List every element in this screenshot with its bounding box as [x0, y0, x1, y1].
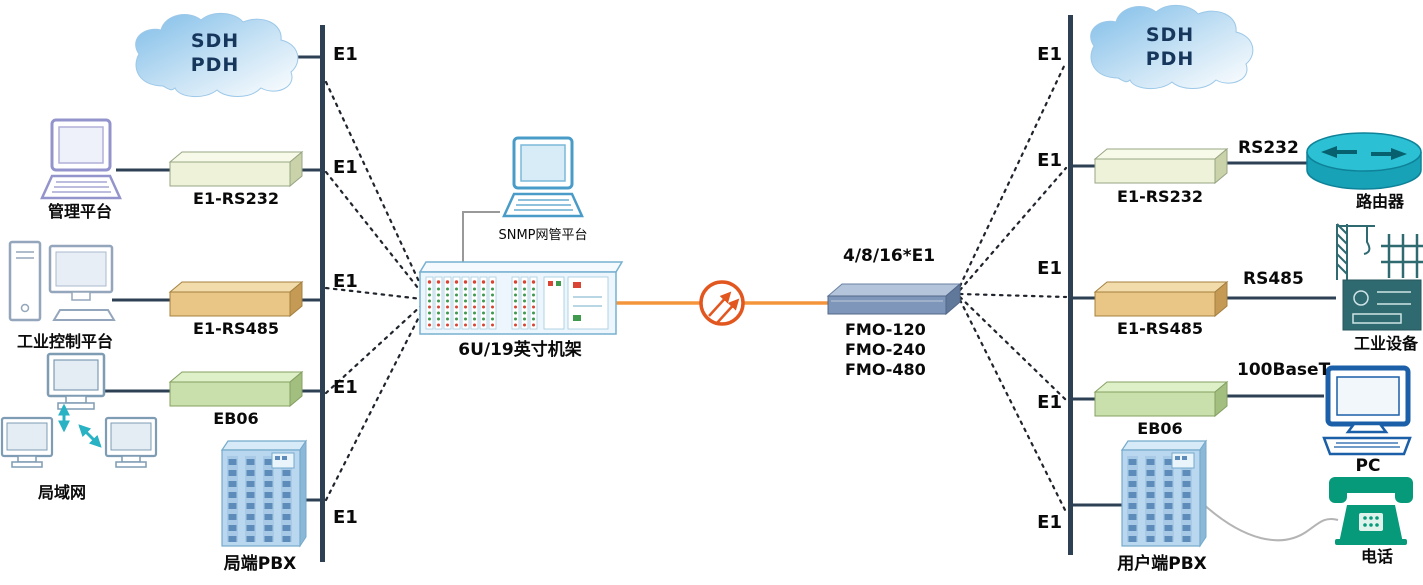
- rack-icon: [418, 261, 624, 335]
- industrial-control-platform-label: 工业控制平台: [16, 332, 113, 351]
- pc-icon: [1322, 365, 1412, 456]
- eb06-label-right: EB06: [1137, 419, 1183, 438]
- lan-computers-icon: [0, 352, 158, 468]
- fmo-model-label-2: FMO-240: [845, 340, 926, 359]
- e1-rs232-label-left: E1-RS232: [193, 189, 279, 208]
- eb06-label-left: EB06: [213, 409, 259, 428]
- e1-rs232-label-right: E1-RS232: [1117, 187, 1203, 206]
- e1-label-left-2: E1: [333, 157, 358, 178]
- fmo-model-label-1: FMO-120: [845, 320, 926, 339]
- user-pbx-label: 用户端PBX: [1117, 554, 1207, 574]
- cloud-label-left-pdh: PDH: [190, 54, 240, 76]
- pbx-icon-user: [1122, 441, 1206, 546]
- e1-label-right-4: E1: [1037, 392, 1062, 413]
- router-label: 路由器: [1355, 192, 1404, 211]
- snmp-link-line: [462, 211, 500, 265]
- industrial-equipment-label: 工业设备: [1353, 334, 1418, 353]
- sdh-pdh-cloud-right-icon: [1090, 4, 1254, 90]
- desktop-icon-industrial-control: [8, 240, 116, 322]
- snmp-platform-label: SNMP网管平台: [498, 228, 588, 243]
- e1-rs485-converter-right: [1095, 282, 1227, 316]
- eb06-converter-right: [1095, 382, 1227, 416]
- cloud-label-right-sdh: SDH: [1145, 24, 1195, 46]
- laptop-icon-management: [40, 118, 122, 200]
- right-bus-bar: [1068, 15, 1073, 555]
- snmp-laptop-icon: [502, 136, 584, 218]
- e1-label-right-3: E1: [1037, 258, 1062, 279]
- fiber-symbol-icon: [699, 280, 745, 326]
- lan-label: 局域网: [37, 483, 86, 502]
- e1-label-left-3: E1: [333, 271, 358, 292]
- industrial-equipment-icon: [1336, 223, 1423, 331]
- eb06-converter-left: [170, 372, 302, 406]
- phone-cord-line: [1201, 502, 1339, 542]
- phone-icon: [1329, 477, 1413, 545]
- cloud-label-right-pdh: PDH: [1145, 48, 1195, 70]
- pc-label: PC: [1355, 456, 1381, 476]
- fmo-device-icon: [826, 282, 962, 316]
- connector-lines: [100, 55, 1336, 507]
- pbx-icon-office: [222, 441, 306, 546]
- e1-rs485-label-right: E1-RS485: [1117, 319, 1203, 338]
- router-icon: [1306, 132, 1422, 190]
- rack-label: 6U/19英寸机架: [458, 340, 582, 360]
- e1-label-right-2: E1: [1037, 150, 1062, 171]
- phone-label: 电话: [1360, 547, 1393, 566]
- fmo-model-label-3: FMO-480: [845, 360, 926, 379]
- office-pbx-label: 局端PBX: [223, 554, 297, 574]
- e1-label-left-4: E1: [333, 377, 358, 398]
- left-bus-bar: [320, 25, 325, 562]
- cloud-label-left-sdh: SDH: [190, 30, 240, 52]
- ethernet-link-label: 100BaseT: [1237, 360, 1331, 380]
- e1-dotted-links: [324, 60, 1068, 514]
- rs232-link-label: RS232: [1238, 138, 1299, 158]
- e1-rs232-converter-right: [1095, 149, 1227, 183]
- e1-rs485-converter-left: [170, 282, 302, 316]
- e1-label-right-5: E1: [1037, 512, 1062, 533]
- e1-capacity-label: 4/8/16*E1: [843, 246, 936, 266]
- e1-label-left-5: E1: [333, 507, 358, 528]
- e1-rs232-converter-left: [170, 152, 302, 186]
- e1-label-left-1: E1: [333, 44, 358, 65]
- rs485-link-label: RS485: [1243, 269, 1304, 289]
- e1-label-right-1: E1: [1037, 44, 1062, 65]
- management-platform-label: 管理平台: [47, 202, 112, 221]
- e1-rs485-label-left: E1-RS485: [193, 319, 279, 338]
